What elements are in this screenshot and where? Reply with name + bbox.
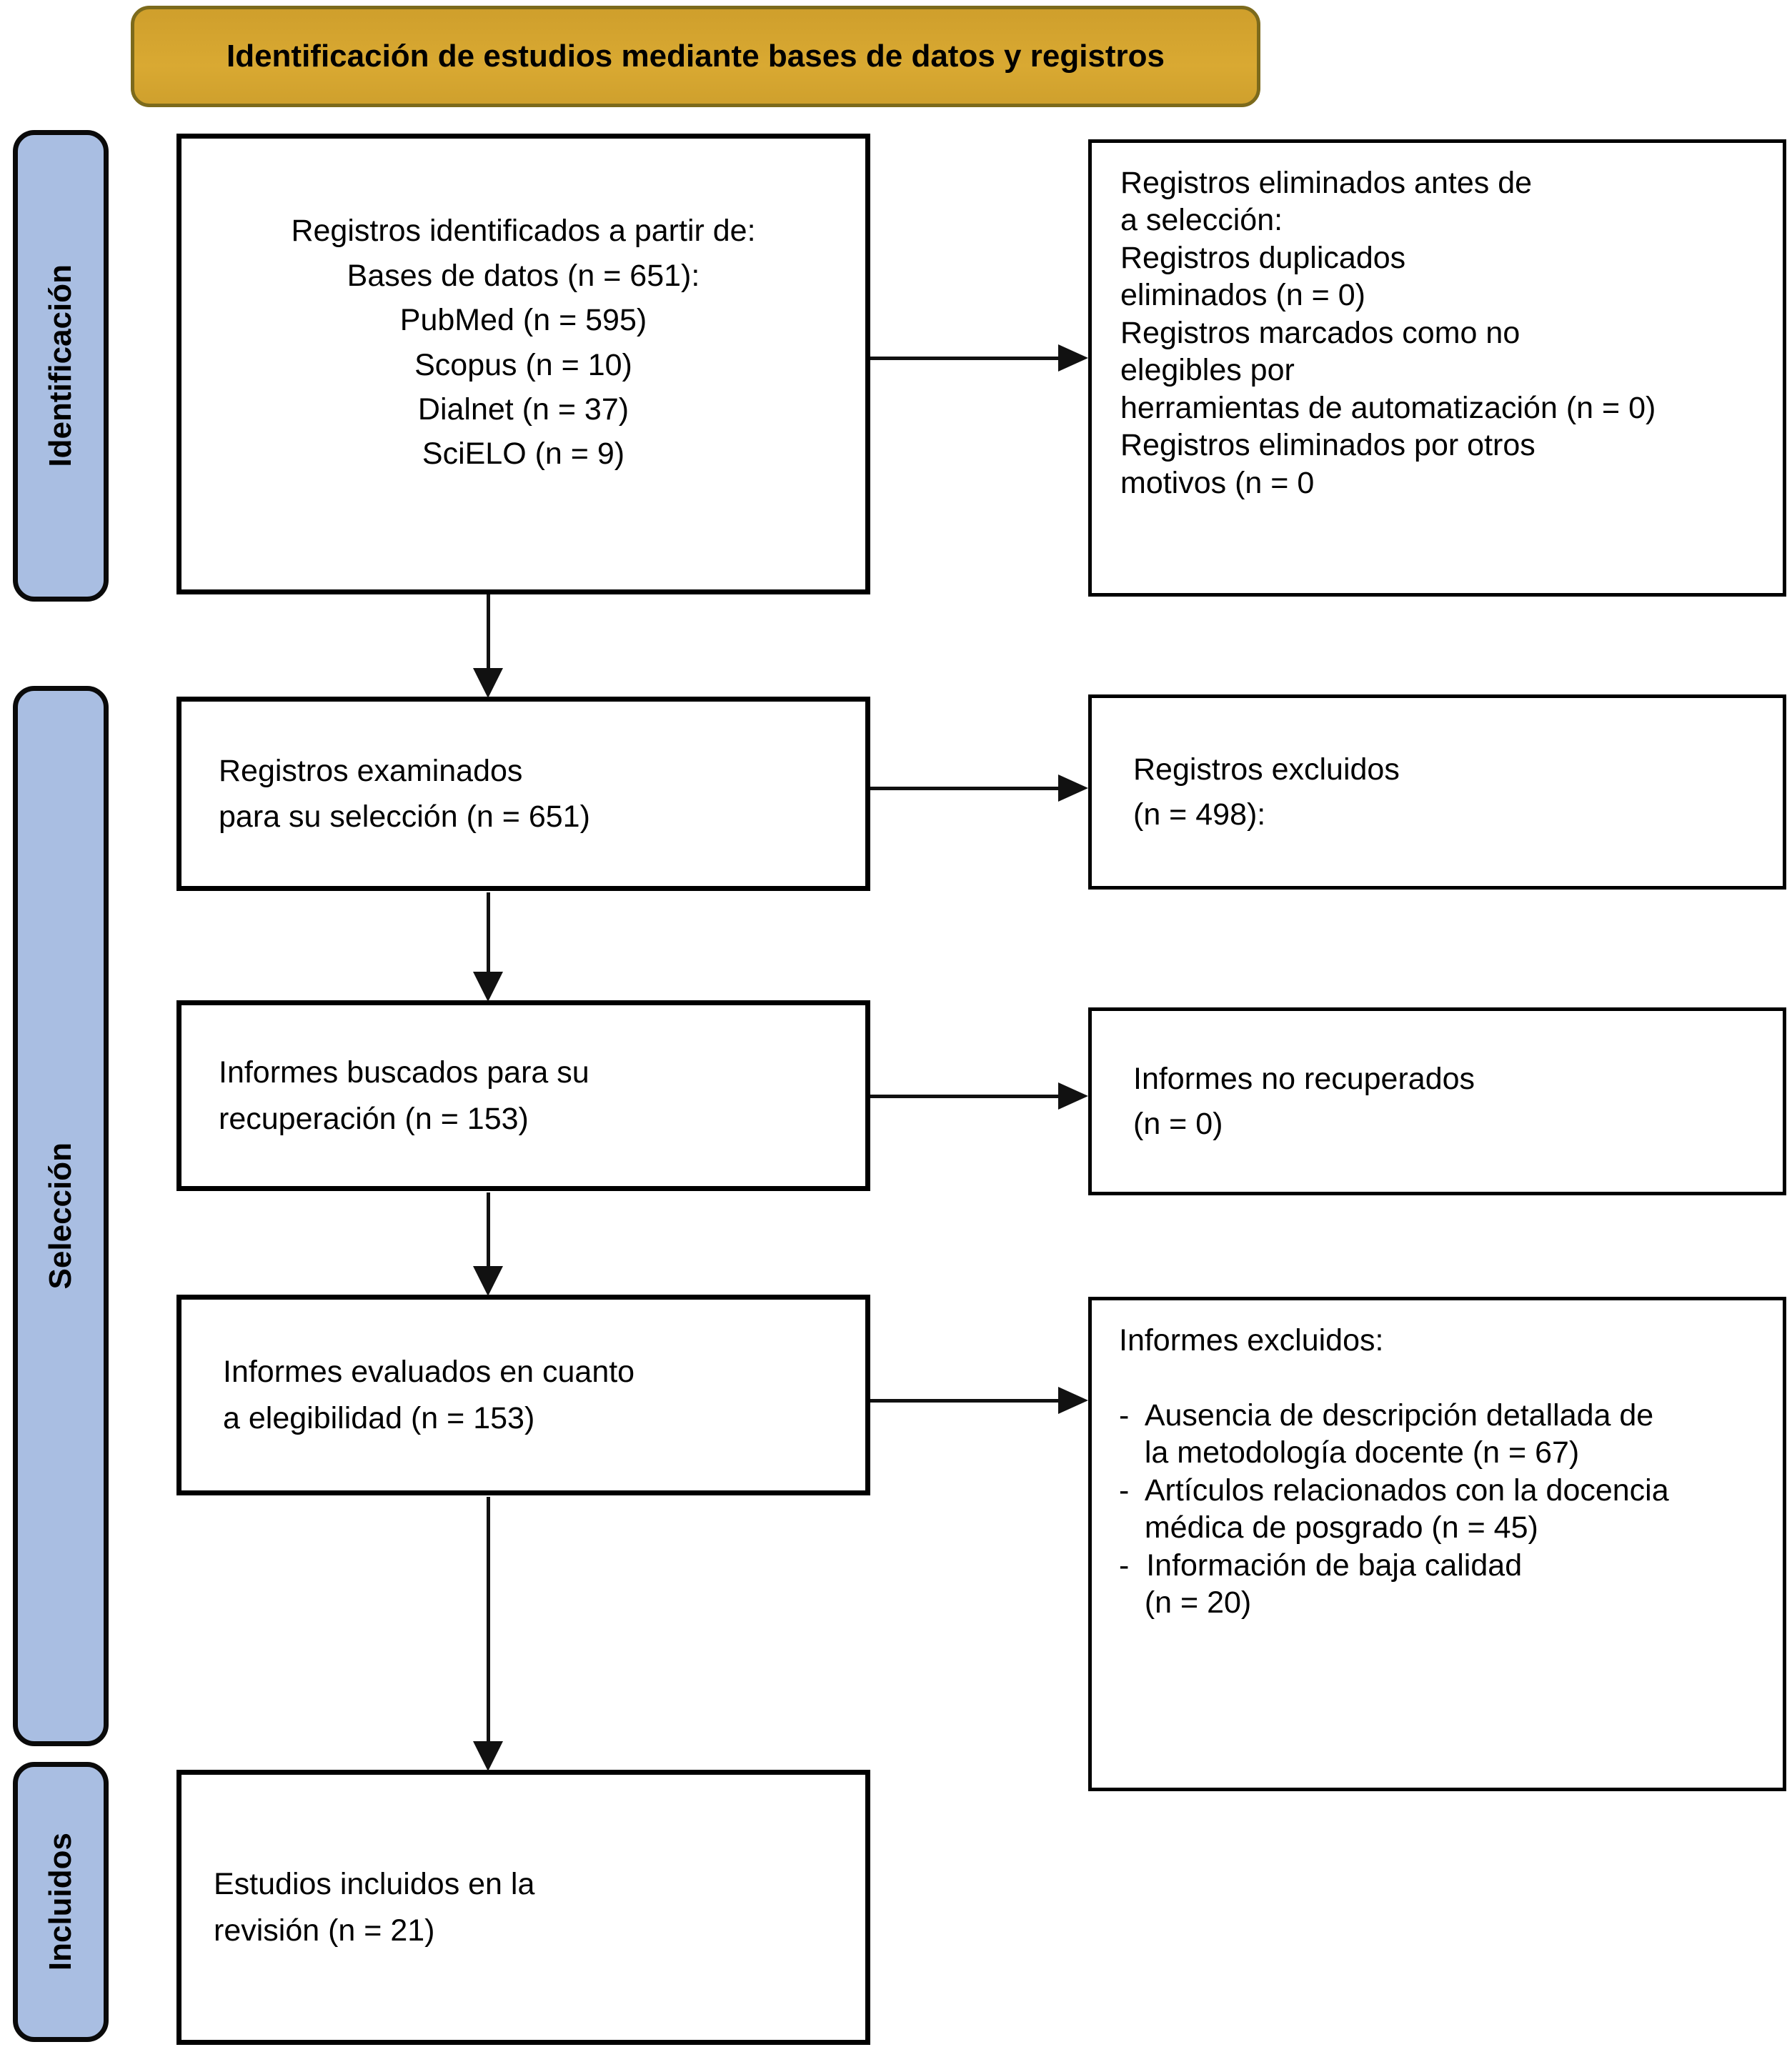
box-records-excluded: Registros excluidos (n = 498):: [1088, 694, 1786, 890]
box-reports-not-retrieved: Informes no recuperados (n = 0): [1088, 1007, 1786, 1195]
stage-label-identification: Identificación: [13, 130, 109, 602]
box-records-identified-text: Registros identificados a partir de: Bas…: [291, 214, 756, 472]
box-records-excluded-text: Registros excluidos (n = 498):: [1133, 752, 1400, 832]
arrow-sought-to-assessed-line: [487, 1192, 490, 1270]
arrow-identified-to-removed-line: [870, 357, 1062, 360]
box-records-identified: Registros identificados a partir de: Bas…: [176, 134, 870, 594]
banner-title: Identificación de estudios mediante base…: [226, 39, 1165, 74]
box-records-removed: Registros eliminados antes de a selecció…: [1088, 139, 1786, 597]
box-reports-not-retrieved-text: Informes no recuperados (n = 0): [1133, 1062, 1475, 1141]
arrow-assessed-to-included-line: [487, 1497, 490, 1745]
box-reports-sought-text: Informes buscados para su recuperación (…: [219, 1055, 589, 1136]
stage-label-screening: Selección: [13, 686, 109, 1746]
arrow-assessed-to-included-head-icon: [473, 1741, 503, 1771]
arrow-screened-to-excluded-line: [870, 787, 1062, 790]
arrow-assessed-to-excludedreports-head-icon: [1058, 1387, 1088, 1414]
arrow-identified-to-screened-line: [487, 594, 490, 672]
banner: Identificación de estudios mediante base…: [131, 6, 1260, 107]
box-studies-included-text: Estudios incluidos en la revisión (n = 2…: [214, 1867, 535, 1948]
box-studies-included: Estudios incluidos en la revisión (n = 2…: [176, 1770, 870, 2045]
box-reports-excluded-text: Informes excluidos: - Ausencia de descri…: [1119, 1323, 1669, 1620]
arrow-assessed-to-excludedreports-line: [870, 1399, 1062, 1403]
box-reports-sought: Informes buscados para su recuperación (…: [176, 1000, 870, 1191]
box-reports-assessed-text: Informes evaluados en cuanto a elegibili…: [223, 1355, 635, 1435]
stage-label-included-text: Incluidos: [43, 1833, 78, 1971]
arrow-sought-to-assessed-head-icon: [473, 1266, 503, 1296]
arrow-sought-to-notretrieved-line: [870, 1095, 1062, 1098]
arrow-screened-to-sought-head-icon: [473, 972, 503, 1002]
stage-label-identification-text: Identificación: [43, 264, 78, 467]
box-reports-assessed: Informes evaluados en cuanto a elegibili…: [176, 1295, 870, 1495]
box-reports-excluded: Informes excluidos: - Ausencia de descri…: [1088, 1297, 1786, 1791]
box-records-removed-text: Registros eliminados antes de a selecció…: [1120, 166, 1656, 500]
stage-label-screening-text: Selección: [43, 1142, 78, 1290]
arrow-identified-to-screened-head-icon: [473, 668, 503, 698]
arrow-sought-to-notretrieved-head-icon: [1058, 1082, 1088, 1110]
arrow-identified-to-removed-head-icon: [1058, 344, 1088, 372]
arrow-screened-to-sought-line: [487, 892, 490, 975]
box-records-screened-text: Registros examinados para su selección (…: [219, 753, 590, 835]
arrow-screened-to-excluded-head-icon: [1058, 775, 1088, 802]
box-records-screened: Registros examinados para su selección (…: [176, 697, 870, 891]
stage-label-included: Incluidos: [13, 1762, 109, 2042]
